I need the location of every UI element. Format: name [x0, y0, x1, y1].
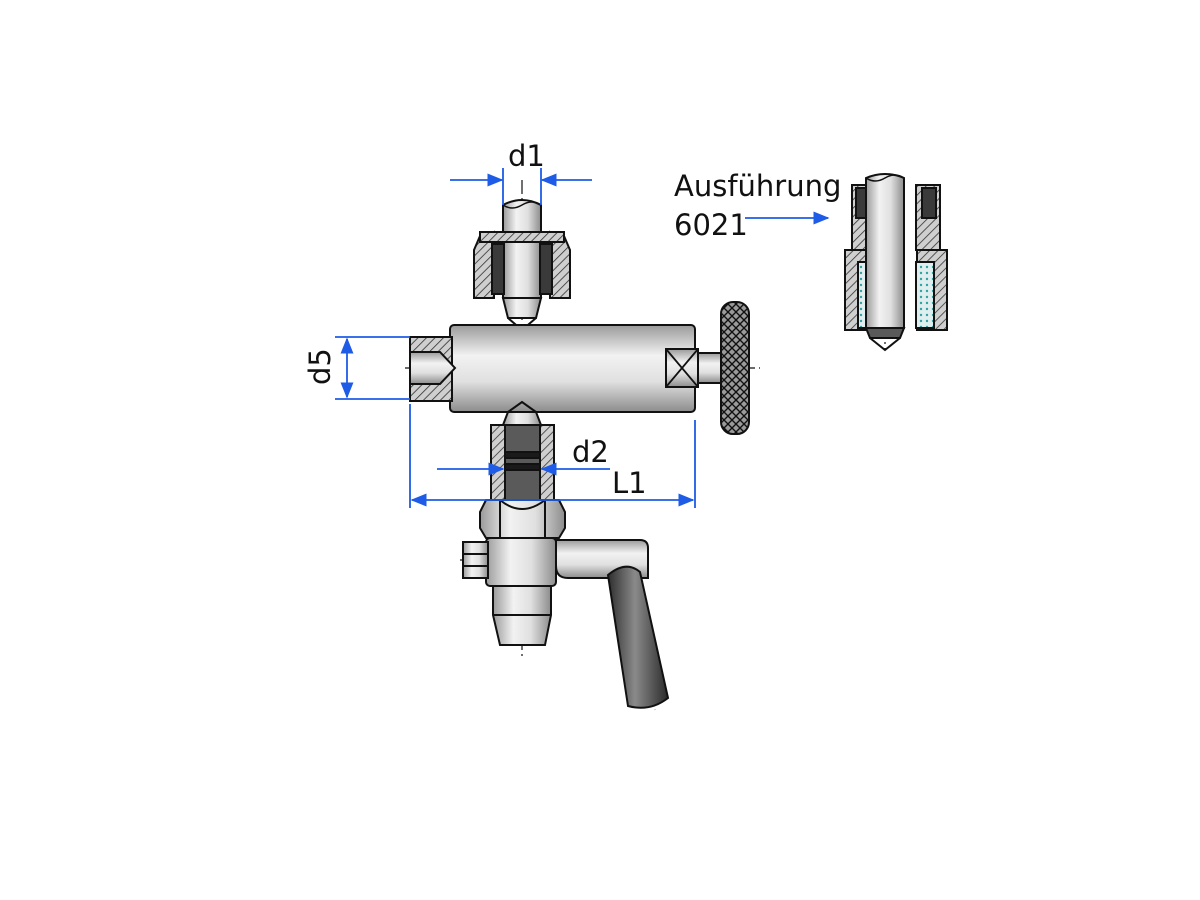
- variant-number: 6021: [674, 208, 748, 242]
- d5-label: d5: [303, 348, 337, 385]
- d2-label: d2: [572, 435, 609, 469]
- valve-body: [409, 324, 725, 413]
- top-union-nut: [473, 230, 571, 332]
- handwheel: [720, 301, 750, 435]
- variant-detail-view: [844, 173, 948, 352]
- lever-handle: [606, 565, 670, 709]
- variant-title: Ausführung: [674, 169, 841, 203]
- lower-fitting: [479, 400, 566, 539]
- l1-label: L1: [612, 466, 647, 500]
- dimension-lines: [335, 168, 830, 508]
- inlet-pipe: [502, 199, 542, 299]
- d1-label: d1: [508, 139, 545, 173]
